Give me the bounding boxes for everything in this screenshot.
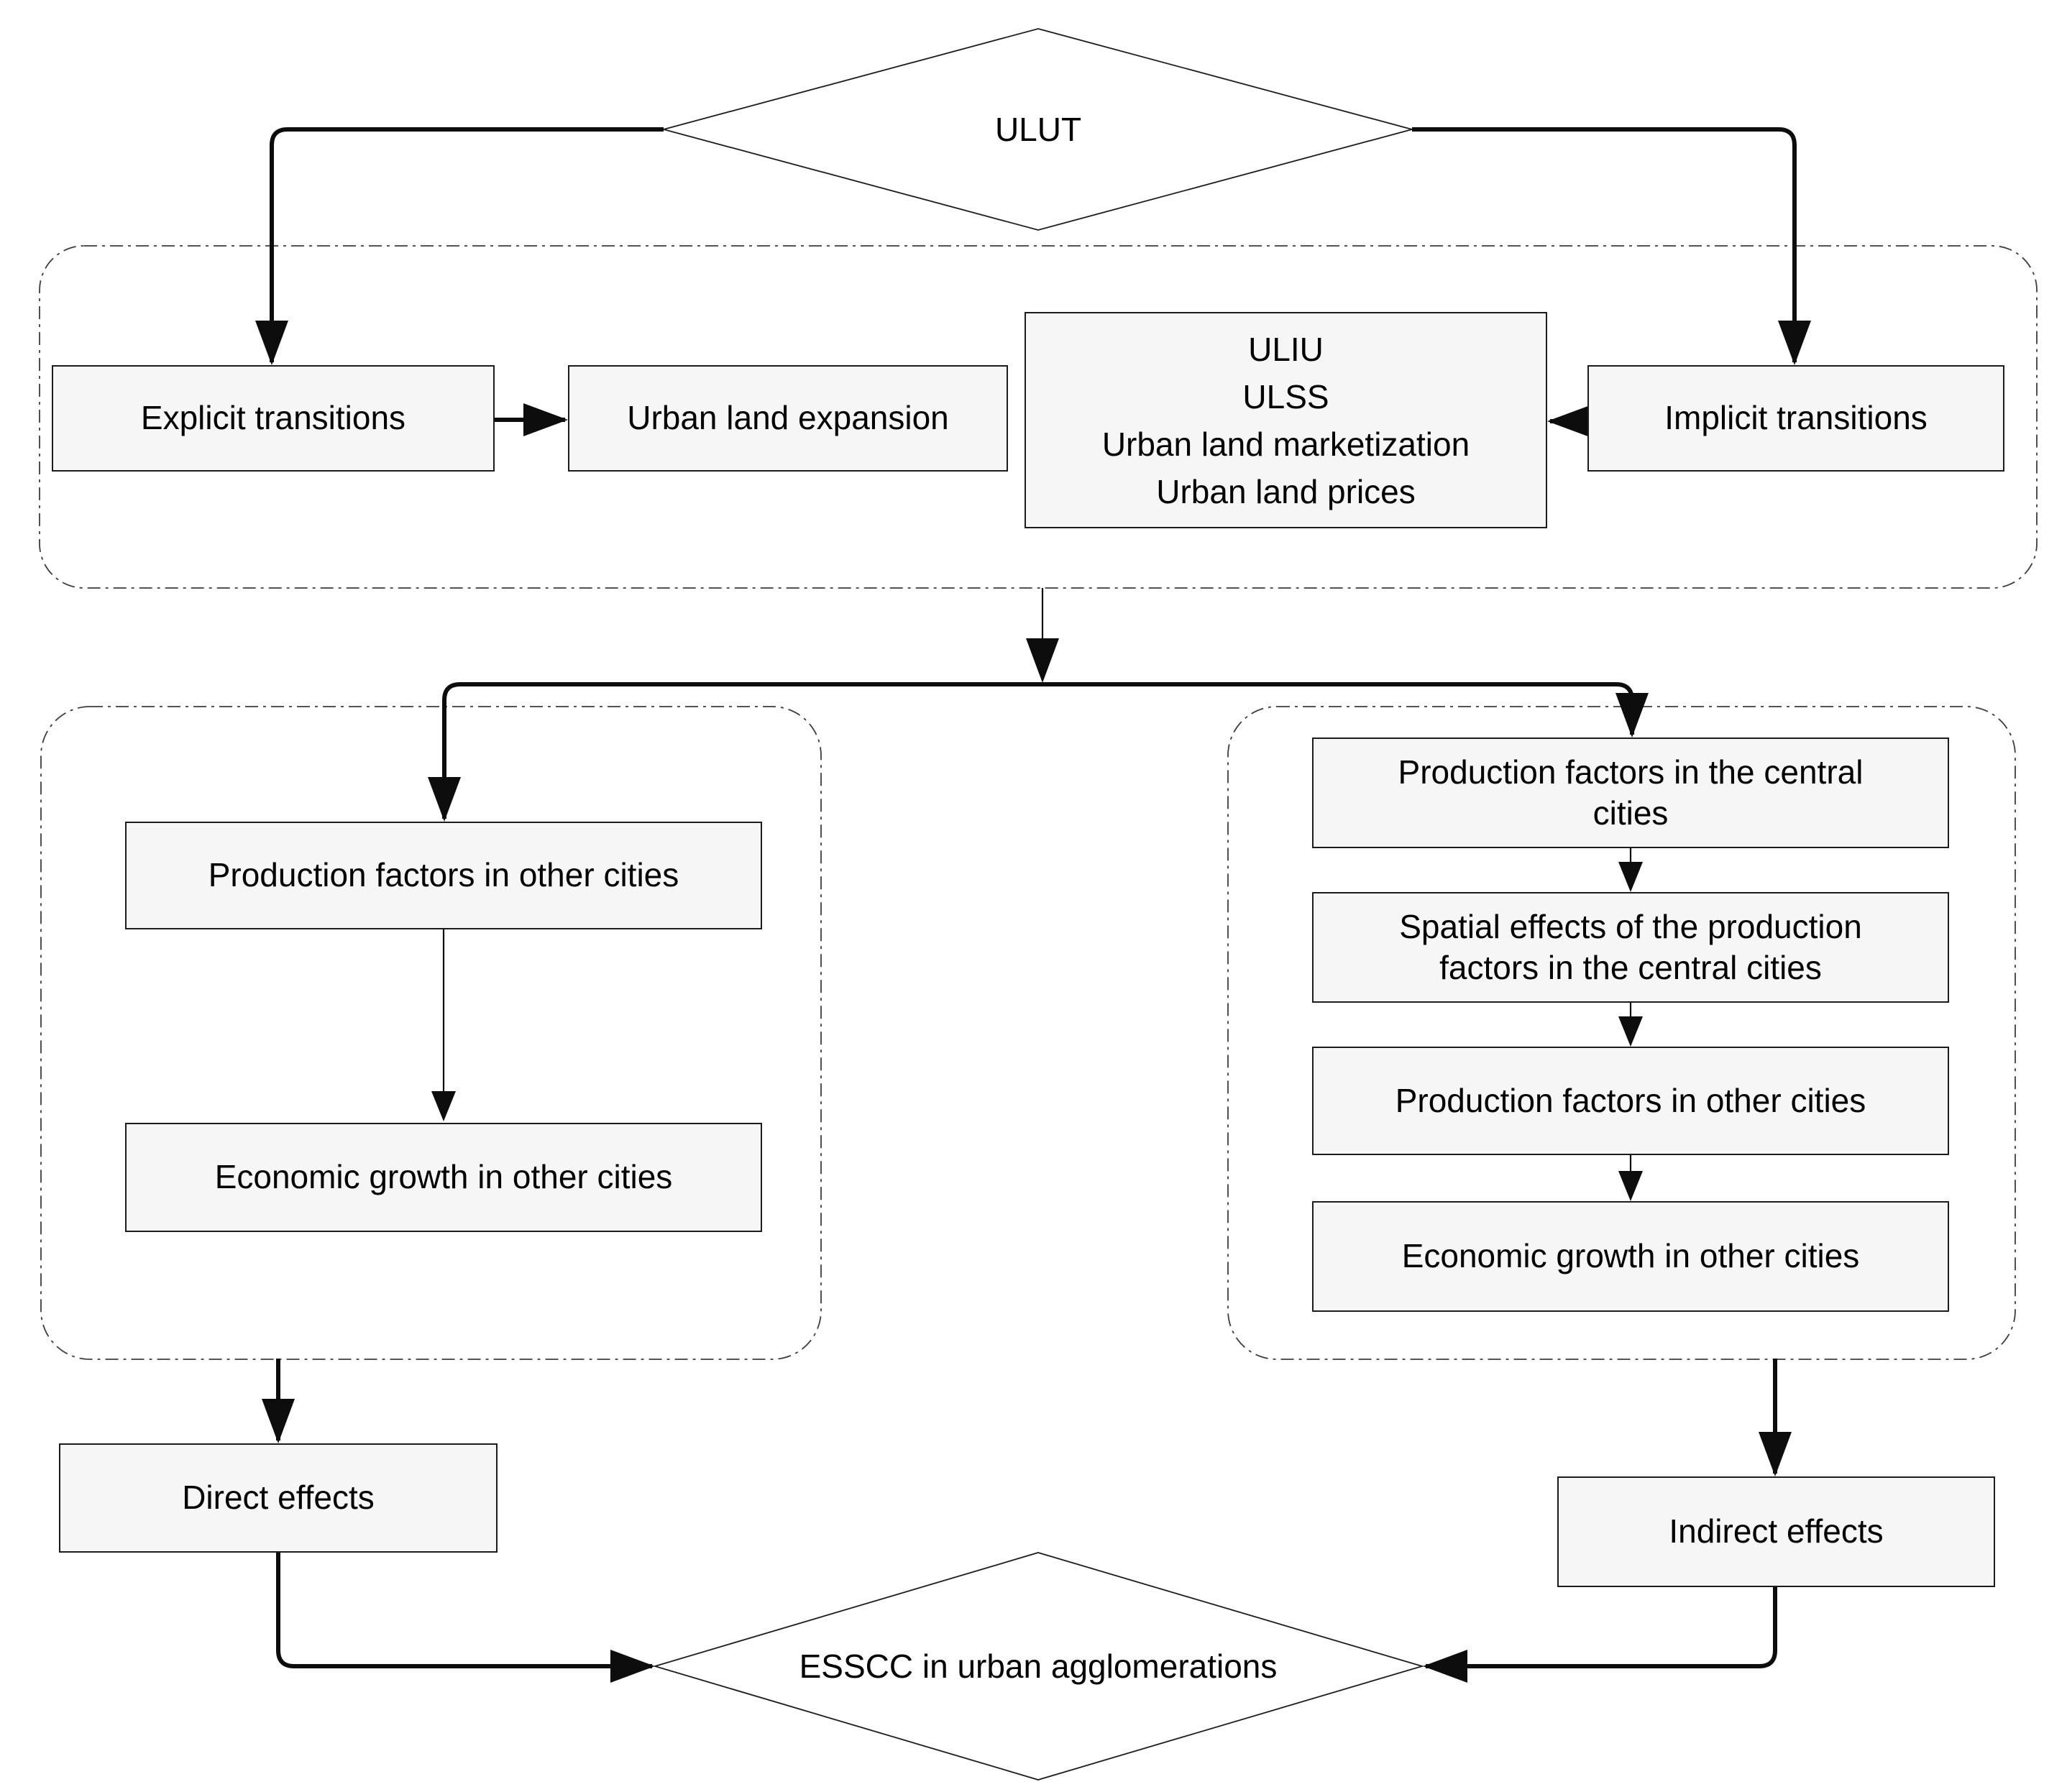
spatial-effects-box: Spatial effects of the production factor…: [1312, 892, 1949, 1003]
direct-path-container-outline: [40, 706, 822, 1360]
central-production-factors-box: Production factors in the central cities: [1312, 738, 1949, 848]
esscc-diamond-shape: [652, 1552, 1425, 1780]
arrow-direct-to-esscc: [276, 1553, 655, 1683]
spatial-effects-lines: Spatial effects of the production factor…: [1399, 906, 1862, 988]
left-production-factors-label: Production factors in other cities: [208, 856, 679, 894]
land-measures-lines: ULIU ULSS Urban land marketization Urban…: [1102, 326, 1470, 515]
left-economic-growth-box: Economic growth in other cities: [125, 1123, 762, 1232]
spatial-effects-line1: Spatial effects of the production: [1399, 907, 1862, 945]
spatial-effects-line2: factors in the central cities: [1439, 949, 1822, 986]
central-factors-line2: cities: [1592, 794, 1669, 832]
ulut-diamond-shape: [661, 28, 1415, 231]
urban-land-expansion-box: Urban land expansion: [568, 365, 1008, 472]
arrow-indirect-to-esscc: [1423, 1587, 1777, 1683]
explicit-transitions-label: Explicit transitions: [140, 399, 406, 437]
right-economic-growth-box: Economic growth in other cities: [1312, 1201, 1949, 1312]
measures-line-marketization: Urban land marketization: [1101, 425, 1470, 463]
central-factors-line1: Production factors in the central: [1398, 753, 1864, 791]
split-branch-connector: [428, 682, 1649, 822]
land-measures-box: ULIU ULSS Urban land marketization Urban…: [1025, 312, 1547, 528]
left-production-factors-box: Production factors in other cities: [125, 822, 762, 929]
indirect-effects-box: Indirect effects: [1557, 1476, 1995, 1587]
measures-line-uliu: ULIU: [1248, 330, 1324, 368]
explicit-transitions-box: Explicit transitions: [52, 365, 495, 472]
left-economic-growth-label: Economic growth in other cities: [214, 1158, 673, 1196]
direct-effects-label: Direct effects: [182, 1479, 375, 1517]
right-economic-growth-label: Economic growth in other cities: [1401, 1237, 1860, 1275]
measures-line-prices: Urban land prices: [1156, 472, 1416, 510]
right-production-factors-label: Production factors in other cities: [1395, 1081, 1866, 1119]
esscc-diamond-label: ESSCC in urban agglomerations: [751, 1630, 1326, 1702]
right-production-factors-box: Production factors in other cities: [1312, 1047, 1949, 1155]
measures-line-ulss: ULSS: [1242, 377, 1329, 415]
implicit-transitions-label: Implicit transitions: [1664, 399, 1928, 437]
arrow-ulut-to-explicit: [255, 127, 664, 365]
central-production-factors-lines: Production factors in the central cities: [1398, 752, 1864, 834]
indirect-effects-label: Indirect effects: [1669, 1512, 1884, 1550]
ulut-diamond-label: ULUT: [822, 93, 1254, 165]
esscc-label-text: ESSCC in urban agglomerations: [799, 1648, 1278, 1685]
arrow-ulut-to-implicit: [1412, 127, 1811, 365]
ulut-label-text: ULUT: [994, 111, 1082, 148]
direct-effects-box: Direct effects: [59, 1443, 498, 1553]
implicit-transitions-box: Implicit transitions: [1587, 365, 2004, 472]
urban-land-expansion-label: Urban land expansion: [627, 399, 949, 437]
